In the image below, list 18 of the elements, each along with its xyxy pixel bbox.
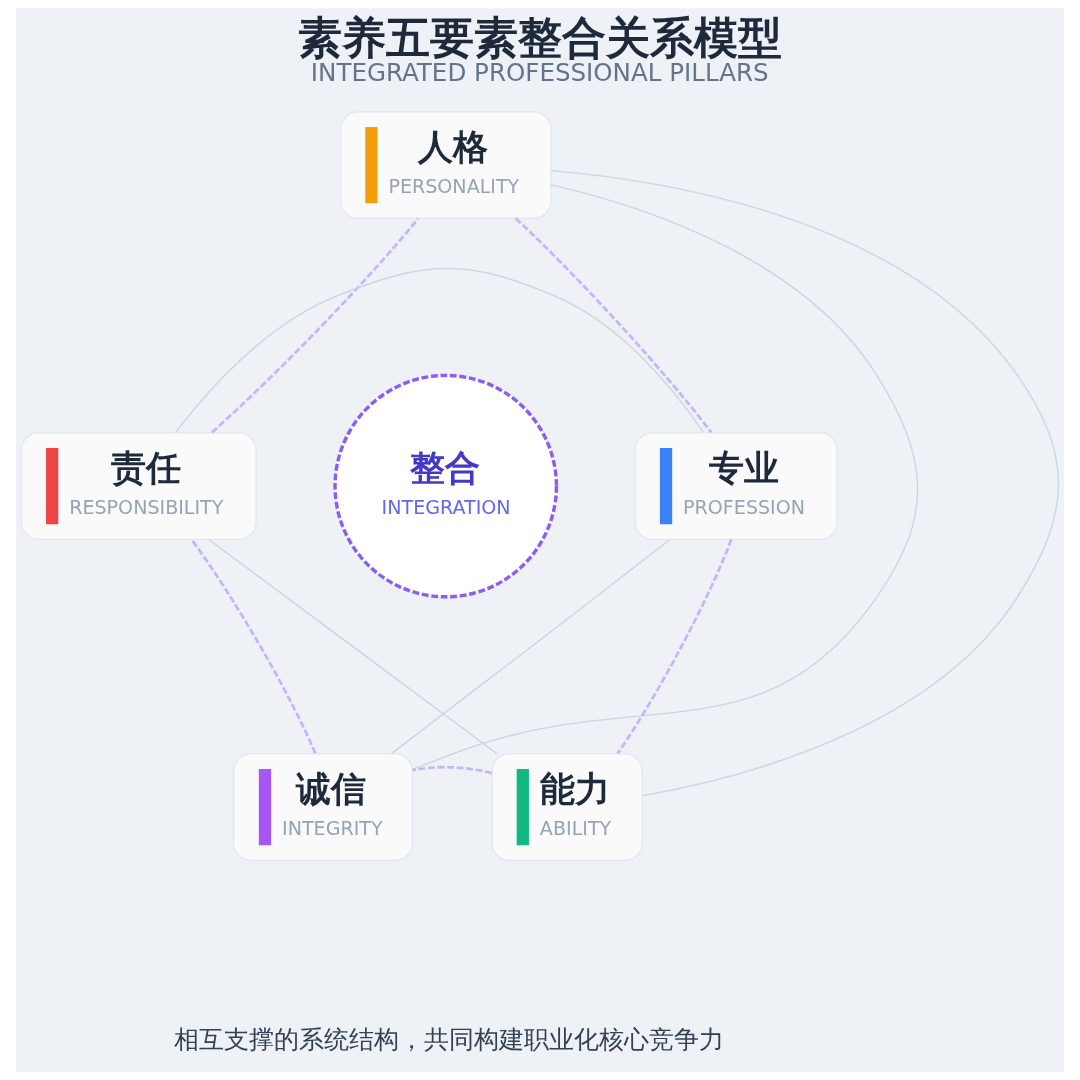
connector [174, 267, 705, 434]
connector [412, 765, 492, 775]
diagram-title: 素养五要素整合关系模型 [297, 11, 782, 63]
connector [411, 183, 919, 771]
connector [211, 217, 420, 434]
label: 相互支撑的系统结构，共同构建职业化核心竞争力 [173, 1024, 724, 1054]
connector [190, 538, 317, 754]
node-box: 责任 RESPONSIBILITY [20, 432, 257, 540]
node-box: 能力 ABILITY [491, 753, 643, 861]
connector [550, 169, 1060, 797]
node-box: 人格 PERSONALITY [340, 111, 552, 219]
connector [514, 217, 713, 434]
node-circle: 整合 INTEGRATION [333, 373, 559, 599]
node-box: 专业 PROFESSION [634, 432, 838, 540]
connector [616, 538, 733, 755]
connector [207, 538, 498, 755]
connector [390, 538, 671, 755]
node-box: 诚信 INTEGRITY [232, 753, 413, 861]
